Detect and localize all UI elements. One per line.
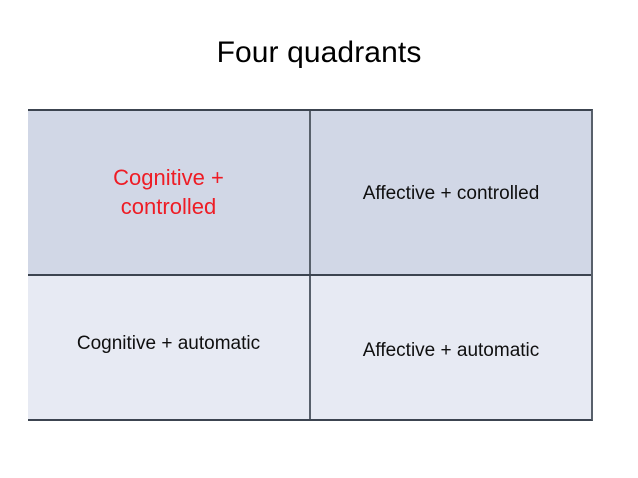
quadrant-label-affective-automatic: Affective + automatic — [362, 340, 540, 362]
four-quadrant-matrix: Cognitive + controlled Affective + contr… — [28, 109, 593, 421]
page-title: Four quadrants — [216, 36, 422, 69]
quadrant-label-affective-controlled: Affective + controlled — [362, 183, 540, 205]
quadrant-label-cognitive-automatic: Cognitive + automatic — [76, 333, 261, 355]
quadrant-cell-cognitive-automatic[interactable]: Cognitive + automatic — [28, 275, 311, 419]
quadrant-cell-cognitive-controlled[interactable]: Cognitive + controlled — [28, 111, 311, 274]
quadrant-label-cognitive-controlled: Cognitive + controlled — [113, 164, 224, 220]
quadrant-cell-affective-automatic[interactable]: Affective + automatic — [311, 275, 591, 419]
matrix-row-controlled: Cognitive + controlled Affective + contr… — [28, 111, 591, 276]
matrix-row-automatic: Cognitive + automatic Affective + automa… — [28, 275, 591, 419]
quadrant-cell-affective-controlled[interactable]: Affective + controlled — [311, 111, 591, 274]
